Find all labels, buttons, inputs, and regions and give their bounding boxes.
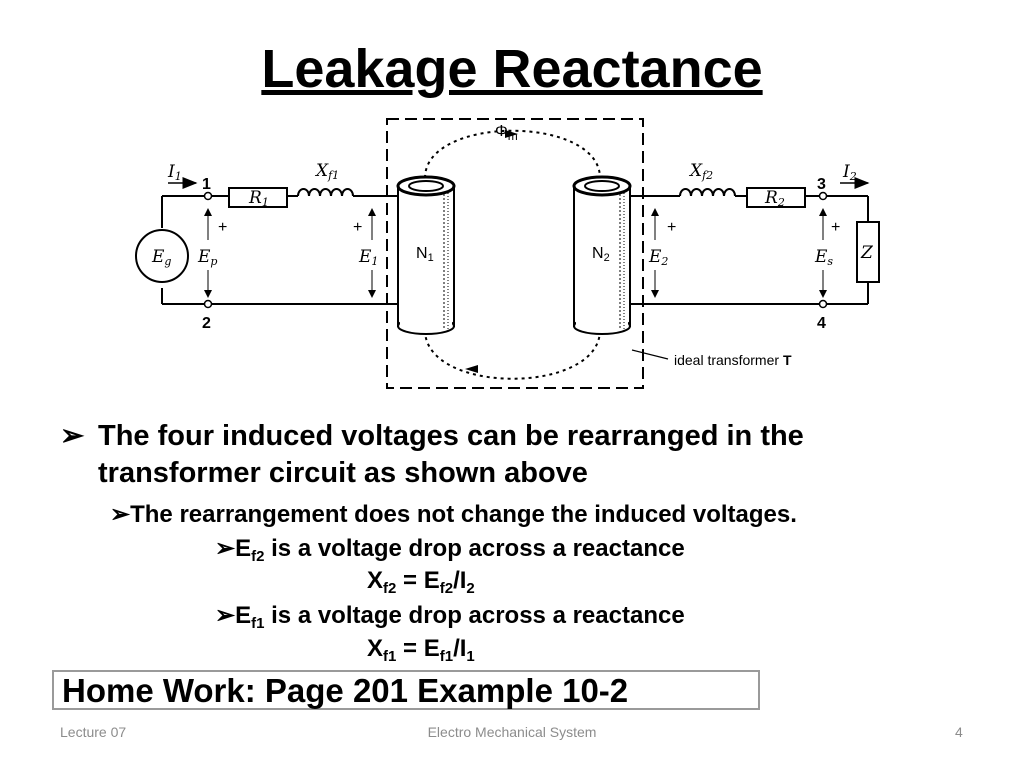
bullet-2-text: The rearrangement does not change the in…	[130, 501, 797, 528]
terminal-3-label: 3	[817, 176, 826, 193]
bullet-1-text: The four induced voltages can be rearran…	[98, 420, 804, 489]
formula-xf2: Xf2 = Ef2/I2	[367, 567, 475, 597]
plus-e2: +	[667, 219, 676, 236]
flux-path-top	[424, 129, 601, 179]
terminal-2	[203, 299, 213, 309]
terminal-2-label: 2	[202, 315, 211, 332]
e1-label: E1	[358, 247, 378, 268]
r2-label: R2	[764, 188, 785, 209]
bullet-arrow-icon: ➢	[215, 602, 236, 629]
bullet-3: ➢Ef2 is a voltage drop across a reactanc…	[215, 535, 685, 565]
footer-course: Electro Mechanical System	[427, 724, 597, 740]
n1-label: N1	[416, 245, 434, 264]
n1-core	[396, 175, 456, 335]
bullet-2: ➢The rearrangement does not change the i…	[110, 500, 797, 529]
z-label: Z	[860, 243, 874, 263]
i1-label: I1	[167, 162, 182, 183]
xf1-inductor	[297, 188, 354, 197]
r2-resistor	[746, 187, 806, 208]
footer-page-number: 4	[955, 724, 963, 740]
ideal-transformer-box	[386, 118, 644, 389]
z-load	[856, 221, 880, 283]
bullet-arrow-icon: ➢	[60, 420, 85, 452]
ep-label: Ep	[197, 247, 217, 268]
plus-e1: +	[353, 219, 362, 236]
r1-resistor	[228, 187, 288, 208]
phi-m-label: Φm	[495, 123, 518, 143]
n2-core	[572, 175, 632, 335]
homework-text: Home Work: Page 201 Example 10-2	[62, 672, 629, 709]
bullet-arrow-icon: ➢	[215, 535, 236, 562]
eg-source	[135, 229, 189, 283]
plus-ep: +	[218, 219, 227, 236]
transformer-circuit-diagram: I1 I2 Xf1 Xf2 R1 R2 Eg Ep E1 E2 Es Z 1 2…	[135, 118, 880, 389]
plus-es: +	[831, 219, 840, 236]
ideal-transformer-label: ideal transformer T	[674, 352, 792, 368]
bullet-arrow-icon: ➢	[110, 501, 131, 528]
terminal-4	[818, 299, 828, 309]
xf2-inductor	[679, 188, 736, 197]
e2-label: E2	[648, 247, 668, 268]
slide-title: Leakage Reactance	[261, 39, 763, 99]
flux-path-bottom	[424, 329, 601, 380]
r1-label: R1	[248, 188, 269, 209]
terminal-4-label: 4	[817, 315, 826, 332]
homework-box: Home Work: Page 201 Example 10-2	[52, 670, 760, 710]
i2-label: I2	[842, 162, 857, 183]
flux-arrow-bottom	[465, 365, 478, 373]
footer-lecture: Lecture 07	[60, 724, 127, 740]
terminal-1	[203, 191, 213, 201]
bullet-4: ➢Ef1 is a voltage drop across a reactanc…	[215, 602, 685, 632]
eg-label: Eg	[151, 247, 171, 268]
xf1-label: Xf1	[314, 161, 339, 182]
xf2-label: Xf2	[688, 161, 713, 182]
terminal-1-label: 1	[202, 176, 211, 193]
es-label: Es	[814, 247, 833, 268]
n2-label: N2	[592, 245, 610, 264]
flux-arrow-top	[505, 130, 518, 138]
terminal-3	[818, 191, 828, 201]
formula-xf1: Xf1 = Ef1/I1	[367, 635, 475, 665]
bullet-1: ➢ The four induced voltages can be rearr…	[60, 418, 804, 489]
